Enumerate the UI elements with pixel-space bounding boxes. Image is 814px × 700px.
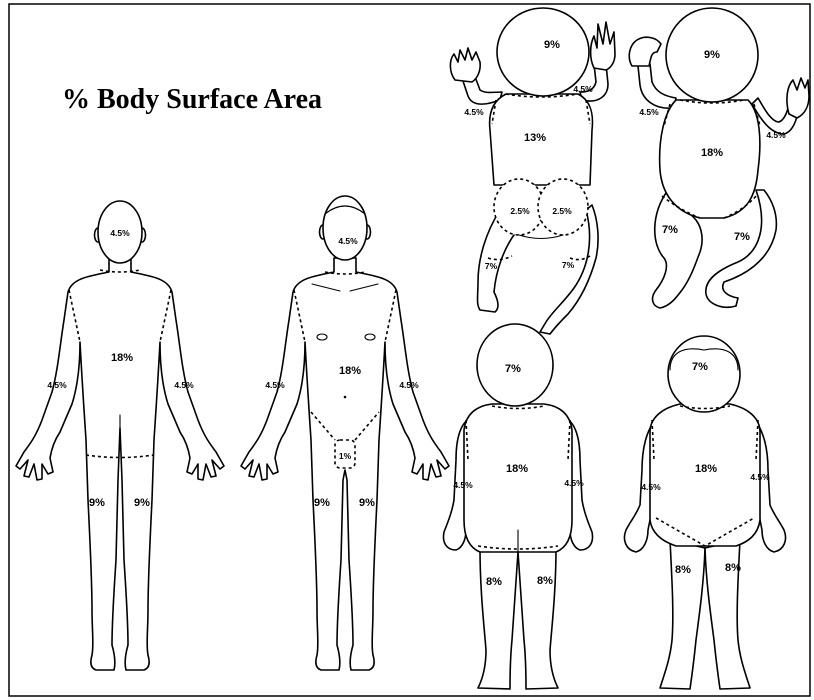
adult-back-head-label: 4.5% [110,228,130,238]
adult-back-left-arm-label: 4.5% [47,380,67,390]
child-front-head-label: 7% [692,361,708,373]
infant-back-right-buttock-label: 2.5% [552,206,572,216]
adult-front-left-arm-label: 4.5% [265,380,285,390]
infant-front-torso [660,100,760,218]
child-back-right-leg-label: 8% [537,575,553,587]
infant-front-right-hand [787,78,809,118]
adult-front-navel [344,396,347,399]
infant-back-right-hand [591,22,615,70]
adult-back-figure: 4.5% 18% 4.5% 4.5% 9% 9% [16,201,224,670]
adult-front-trunk-label: 18% [339,365,361,377]
adult-front-genitals-label: 1% [339,451,352,461]
child-front-head [668,336,740,412]
adult-back-left-leg-label: 9% [89,497,105,509]
child-front-left-leg-label: 8% [675,564,691,576]
infant-front-right-leg-label: 7% [734,231,750,243]
child-front-right-arm-label: 4.5% [750,472,770,482]
child-front-figure: 7% 18% 4.5% 4.5% 8% 8% [624,336,785,689]
adult-back-right-leg-label: 9% [134,497,150,509]
infant-front-left-leg-label: 7% [662,224,678,236]
infant-back-trunk-label: 13% [524,132,546,144]
child-back-left-arm-label: 4.5% [453,480,473,490]
child-front-left-arm-label: 4.5% [641,482,661,492]
infant-back-head-label: 9% [544,39,560,51]
adult-front-figure: 4.5% 18% 4.5% 4.5% 1% 9% 9% [241,196,449,670]
adult-front-right-leg-label: 9% [359,497,375,509]
infant-back-left-leg-label: 7% [485,261,498,271]
adult-back-body-outline [16,258,224,670]
child-back-left-leg-label: 8% [486,576,502,588]
infant-front-left-arm-label: 4.5% [639,107,659,117]
infant-back-left-buttock-label: 2.5% [510,206,530,216]
adult-front-right-arm-label: 4.5% [399,380,419,390]
child-back-figure: 7% 18% 4.5% 4.5% 8% 8% [444,324,593,689]
adult-back-trunk-label: 18% [111,352,133,364]
infant-back-head [497,8,589,96]
infant-front-right-arm-label: 4.5% [766,130,786,140]
infant-back-right-arm-label: 4.5% [573,84,593,94]
infant-front-left-hand [629,37,661,66]
infant-back-left-hand [450,48,480,82]
infant-front-trunk-label: 18% [701,147,723,159]
infant-back-buttock-base [519,235,563,239]
child-back-left-leg [478,548,518,689]
infant-back-figure: 9% 4.5% 4.5% 13% 2.5% 2.5% 7% 7% [450,8,615,334]
child-front-right-leg-label: 8% [725,562,741,574]
infant-front-head-label: 9% [704,49,720,61]
adult-back-right-arm-label: 4.5% [174,380,194,390]
child-back-head-label: 7% [505,363,521,375]
infant-front-figure: 9% 4.5% 4.5% 18% 7% 7% [629,8,809,308]
diagram-title: % Body Surface Area [62,84,322,115]
adult-front-left-leg-label: 9% [314,497,330,509]
child-back-right-arm-label: 4.5% [564,478,584,488]
infant-back-right-leg-label: 7% [562,260,575,270]
infant-back-knee-lines [488,256,590,260]
child-front-left-leg [660,540,705,689]
child-back-right-leg [518,548,558,689]
adult-front-head-label: 4.5% [338,236,358,246]
child-back-trunk-label: 18% [506,463,528,475]
child-front-trunk-label: 18% [695,463,717,475]
infant-back-left-arm-label: 4.5% [464,107,484,117]
